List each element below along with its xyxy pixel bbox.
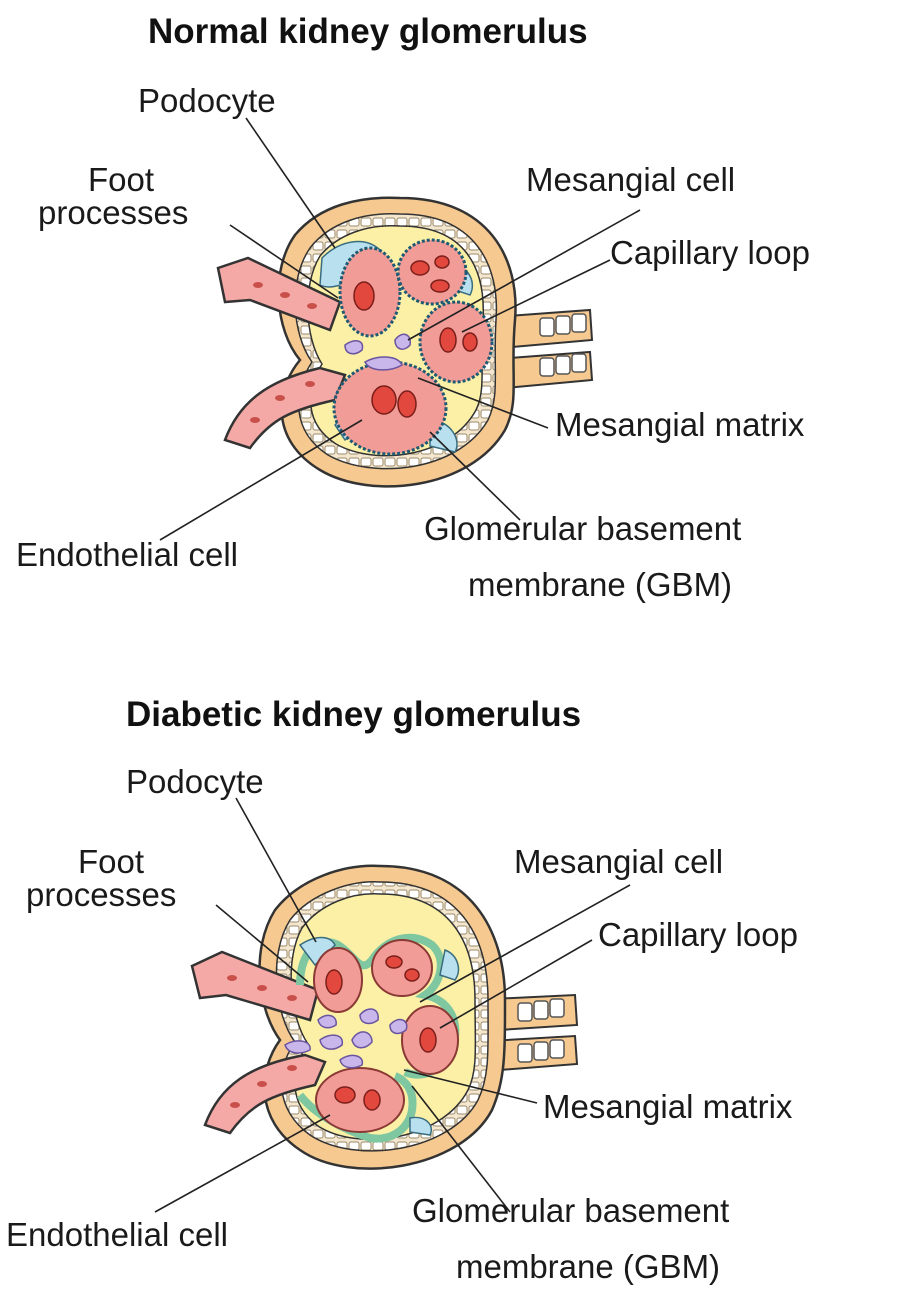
mesangial-matrix-label: Mesangial matrix [555, 406, 805, 443]
gbm-label-line1: Glomerular basement [412, 1192, 730, 1229]
endothelial-cell-label: Endothelial cell [16, 536, 238, 573]
endothelial-nuclei [353, 255, 478, 418]
podocyte-layer [298, 936, 460, 1136]
normal-panel-title: Normal kidney glomerulus [148, 12, 588, 51]
foot-processes-label-line2: processes [26, 876, 177, 913]
diabetic-panel-title: Diabetic kidney glomerulus [126, 695, 582, 734]
endothelial-nuclei [325, 955, 437, 1111]
endothelial-cell-label: Endothelial cell [6, 1216, 228, 1253]
foot-processes-label-line1: Foot [78, 843, 145, 880]
podocyte-label: Podocyte [126, 763, 264, 800]
blood-vessels [216, 256, 347, 450]
foot-processes-label-line1: Foot [88, 161, 155, 198]
podocyte-label: Podocyte [138, 82, 276, 119]
gbm-label-line1: Glomerular basement [424, 510, 742, 547]
capillary-loop-label: Capillary loop [610, 234, 810, 271]
mesangial-cell-label: Mesangial cell [514, 843, 724, 880]
blood-vessels [190, 950, 327, 1135]
foot-processes-label-line2: processes [38, 194, 189, 231]
mesangial-cells [344, 333, 411, 371]
mesangial-matrix-label: Mesangial matrix [543, 1088, 793, 1125]
gbm-label-line2: membrane (GBM) [456, 1248, 721, 1285]
capillary-loop-label: Capillary loop [598, 916, 798, 953]
mesangial-cell-label: Mesangial cell [526, 161, 736, 198]
mesangial-cells [284, 1008, 408, 1069]
leader-lines [154, 797, 631, 1213]
normal-glomerulus-illustration [159, 117, 641, 541]
capillary-loops [313, 939, 459, 1133]
leader-lines [159, 117, 641, 541]
gbm-label-line2: membrane (GBM) [468, 566, 733, 603]
